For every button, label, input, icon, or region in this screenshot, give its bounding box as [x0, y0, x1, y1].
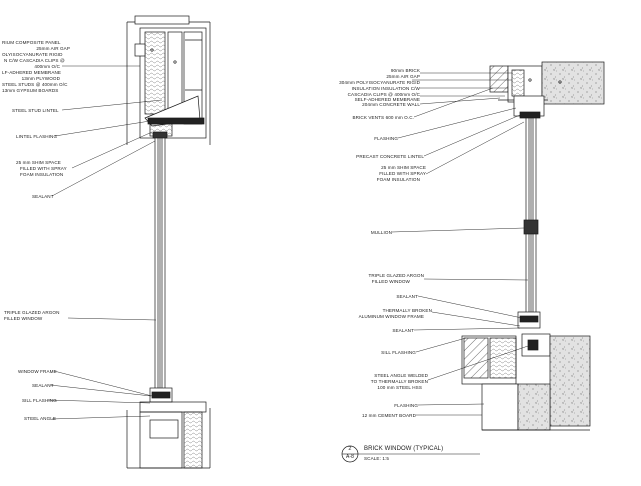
- label-triple-1-r: TRIPLE GLAZED ARGON: [368, 273, 424, 278]
- label-insulation-r: INSULATION INSULATION C/W: [351, 86, 420, 91]
- label-precast-lintel: PRECAST CONCRETE LINTEL: [356, 154, 424, 159]
- sheet-number: A-8: [345, 454, 355, 460]
- label-concrete-wall: 204mm CONCRETE WALL: [362, 102, 420, 107]
- label-cascadia-r: CASCADIA CLIPS @ 400mm O/C: [347, 92, 420, 97]
- label-flashing-top: FLASHING: [374, 136, 398, 141]
- label-sealant-top-r: SEALANT: [396, 294, 418, 299]
- label-shim-1-r: 25 mm SHIM SPACE: [381, 165, 426, 170]
- left-leader-lines: [47, 65, 163, 420]
- label-shim-2: FILLED WITH SPRAY: [20, 166, 67, 171]
- left-section-detail: [126, 15, 211, 469]
- label-window-frame: WINDOW FRAME: [18, 369, 57, 374]
- label-shim-2-r: FILLED WITH SPRAY: [379, 171, 426, 176]
- label-mullion: MULLION: [370, 230, 392, 235]
- label-triple-glazed-1: TRIPLE GLAZED ARGON: [4, 310, 60, 315]
- label-steel-angle-2: TO THERMALLY BROKEN: [370, 379, 428, 384]
- label-cascadia: N C/W CASCADIA CLIPS @: [4, 58, 65, 63]
- label-cement-board: 12 mm CEMENT BOARD: [361, 413, 416, 418]
- label-oc: 400mm O/C: [34, 64, 60, 69]
- detail-number: 2: [348, 446, 352, 452]
- label-steel-angle: STEEL ANGLE: [24, 416, 57, 421]
- label-flashing-bottom: FLASHING: [394, 403, 418, 408]
- label-air-gap: 25mm AIR GAP: [36, 46, 70, 51]
- label-sealant-bottom: SEALANT: [32, 383, 54, 388]
- label-composite-panel: RIUM COMPOSITE PANEL: [2, 40, 61, 45]
- detail-title: BRICK WINDOW (TYPICAL): [364, 446, 444, 452]
- label-air-gap-r: 25mm AIR GAP: [386, 74, 420, 79]
- label-sill-flashing-r: SILL FLASHING: [381, 350, 416, 355]
- label-brick: 90mm BRICK: [390, 68, 420, 73]
- label-brick-vents: BRICK VENTS 600 mm O.C.: [352, 115, 414, 120]
- label-sealant-bottom-r: SEALANT: [392, 328, 414, 333]
- right-section-detail: [461, 61, 605, 431]
- label-triple-glazed-2: FILLED WINDOW: [4, 316, 43, 321]
- label-plywood: 13mm PLYWOOD: [21, 76, 60, 81]
- label-shim-3: FOAM INSULATION: [20, 172, 64, 177]
- title-block: [341, 445, 480, 463]
- label-thermal-1: THERMALLY BROKEN: [382, 308, 432, 313]
- label-stud-lintel: STEEL STUD LINTEL: [12, 108, 59, 113]
- label-thermal-2: ALUMINUM WINDOW FRAME: [358, 314, 424, 319]
- label-shim-3-r: FOAM INSULATION: [376, 177, 420, 182]
- label-sill-flashing: SILL FLASHING: [22, 398, 57, 403]
- label-studs: STEEL STUDS @ 400mm O/C: [2, 82, 68, 87]
- label-triple-2-r: FILLED WINDOW: [371, 279, 410, 284]
- label-lintel-flashing: LINTEL FLASHING: [16, 134, 58, 139]
- label-shim-1: 25 mm SHIM SPACE: [16, 160, 61, 165]
- label-polyiso: OLYISOCYANURATE RIGID: [2, 52, 63, 57]
- right-leader-lines: [391, 72, 529, 416]
- label-gypsum: 13mm GYPSUM BOARDS: [2, 88, 59, 93]
- detail-scale: SCALE: 1:5: [364, 456, 390, 461]
- label-sealant-top: SEALANT: [32, 194, 54, 199]
- label-steel-angle-3: 100 mm STEEL HSS: [377, 385, 422, 390]
- label-polyiso-r: 304mm POLYISOCYANURATE RIGID: [339, 80, 420, 85]
- label-membrane-r: SELF-ADHERED MEMBRANE: [354, 97, 420, 102]
- label-steel-angle-1: STEEL ANGLE WELDED: [374, 373, 428, 378]
- label-membrane: LF-ADHERED MEMBRANE: [2, 70, 62, 75]
